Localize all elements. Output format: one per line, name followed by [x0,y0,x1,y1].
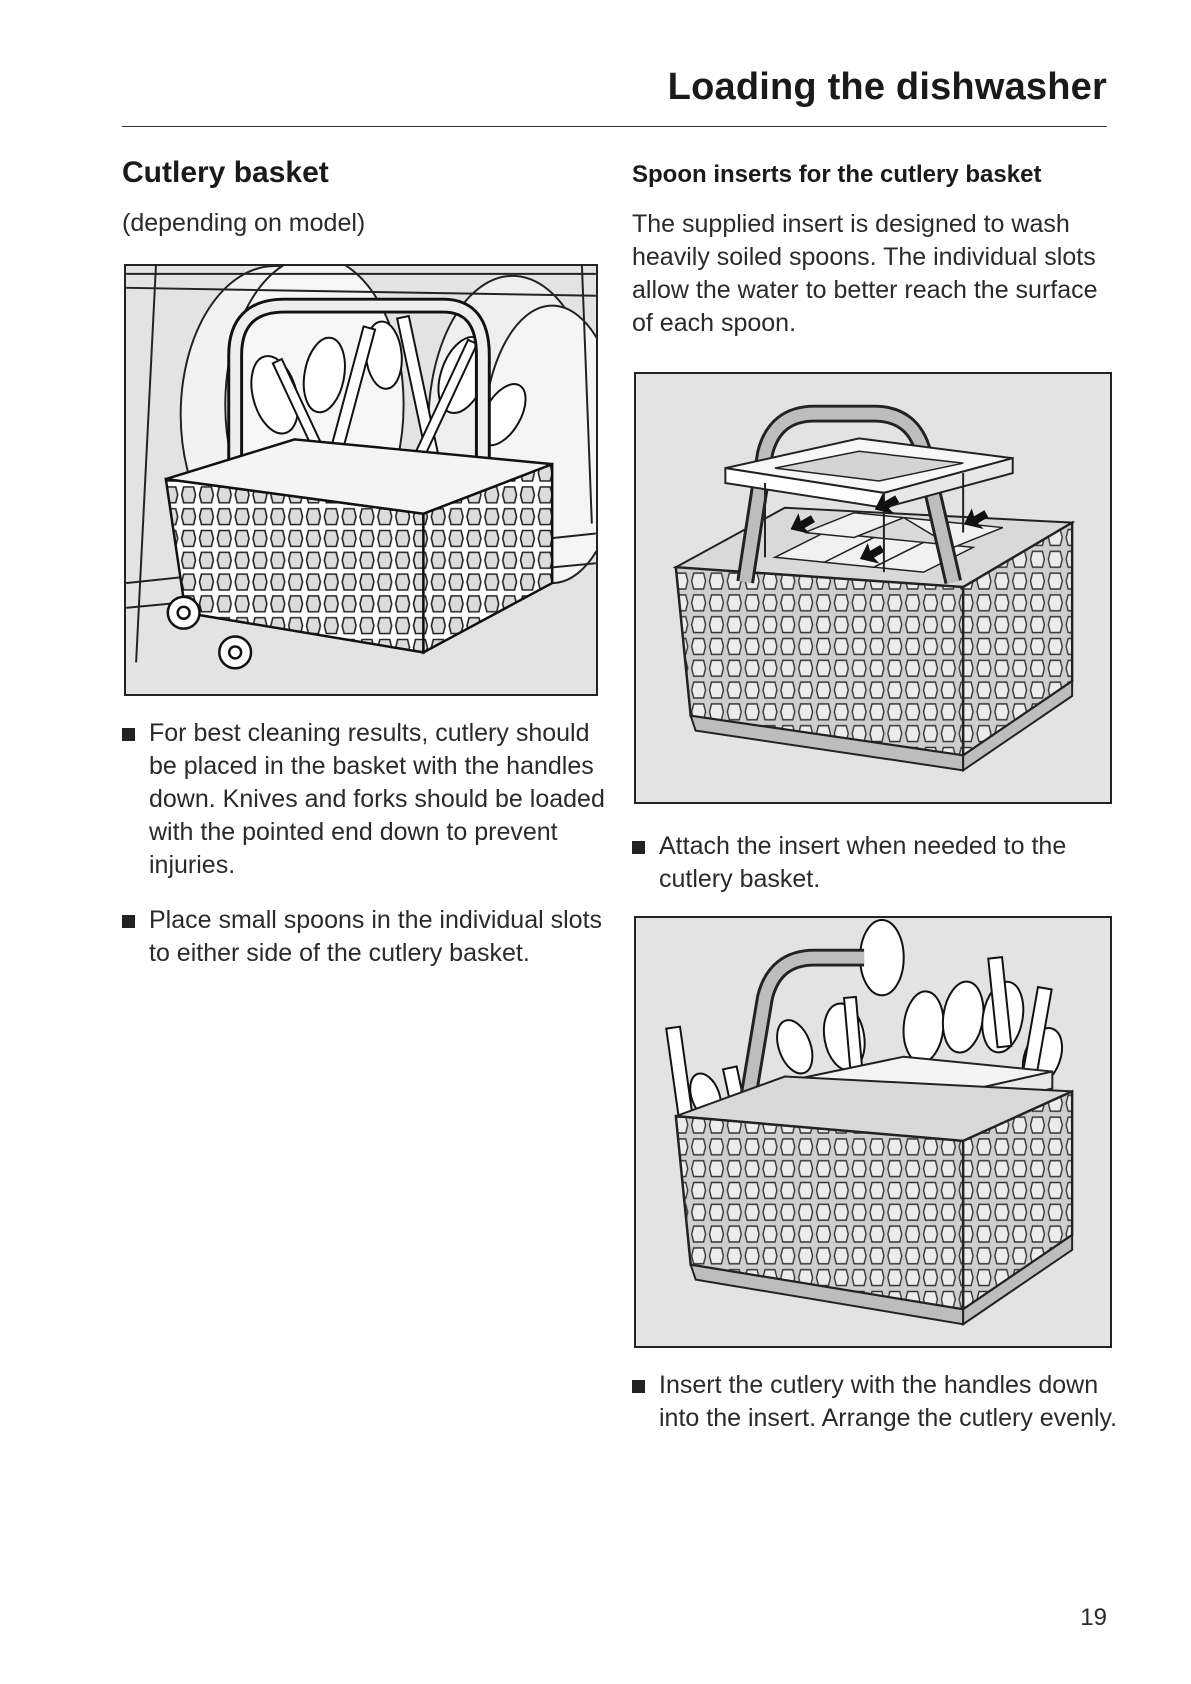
spoon-insert-description: The supplied insert is designed to wash … [632,210,1098,337]
bullet-cutlery-placement: For best cleaning results, cutlery shoul… [122,717,609,882]
page-title: Loading the dishwasher [667,66,1107,108]
bullet-text: For best cleaning results, cutlery shoul… [149,719,605,879]
page-number: 19 [1080,1604,1107,1631]
section-heading-spoon-inserts: Spoon inserts for the cutlery basket [632,161,1042,188]
left-column: Cutlery basket (depending on model) [122,155,600,239]
cutlery-basket-in-rack-illustration [124,264,598,696]
bullet-small-spoons: Place small spoons in the individual slo… [122,904,609,970]
bullet-square-icon [122,915,135,928]
cutlery-in-insert-illustration [634,916,1112,1348]
model-note: (depending on model) [122,209,366,237]
bullet-text: Place small spoons in the individual slo… [149,906,603,967]
header-rule [122,126,1107,127]
bullet-text: Attach the insert when needed to the cut… [659,832,1067,893]
section-title-cutlery-basket: Cutlery basket [122,156,329,189]
bullet-square-icon [632,1380,645,1393]
bullet-square-icon [632,841,645,854]
bullet-attach-insert: Attach the insert when needed to the cut… [632,830,1129,896]
bullet-square-icon [122,728,135,741]
spoon-insert-attach-illustration [634,372,1112,804]
bullet-text: Insert the cutlery with the handles down… [659,1371,1118,1432]
right-column: Spoon inserts for the cutlery basket The… [632,160,1112,340]
bullet-insert-cutlery: Insert the cutlery with the handles down… [632,1369,1129,1435]
